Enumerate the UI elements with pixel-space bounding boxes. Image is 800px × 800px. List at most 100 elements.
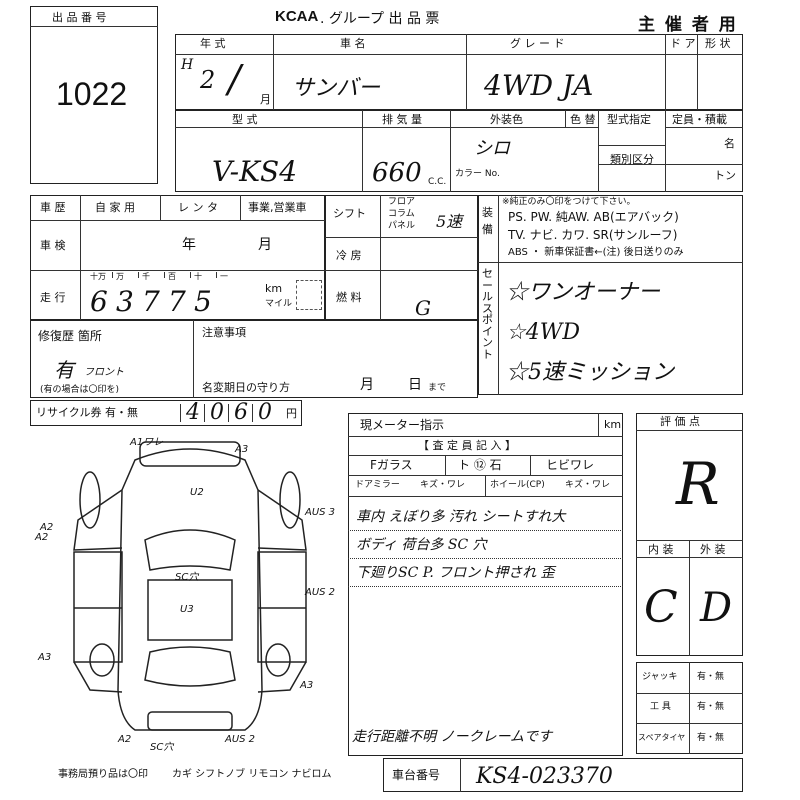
jack-yes-no[interactable]: 有・無 — [697, 672, 725, 682]
damage-mark: AUS 3 — [304, 507, 335, 518]
repair-label: 修復歴 箇所 — [38, 329, 102, 343]
tools-yes-no[interactable]: 有・無 — [697, 702, 725, 712]
recycle-yen: 円 — [286, 407, 297, 420]
mirror-label: ドアミラー — [355, 480, 400, 490]
business-use: 事業,営業車 — [248, 201, 307, 214]
tools-label: 工 具 — [650, 702, 671, 712]
model-label: 型 式 — [232, 113, 258, 126]
sales-point: ☆ワンオーナー — [506, 280, 661, 305]
lot-number-label: 出 品 番 号 — [52, 11, 107, 24]
damage-mark: AUS 2 — [304, 587, 335, 598]
private-use: 自 家 用 — [95, 201, 135, 214]
wheel-value: キズ・ワレ — [565, 480, 611, 490]
recycle-digit-divider — [252, 404, 253, 422]
floor-label: フロア — [388, 197, 416, 207]
mileage-digit: 7 — [142, 285, 160, 318]
fuel-label: 燃 料 — [336, 291, 362, 304]
damage-mark: A2 — [34, 532, 48, 543]
mileage-digit-divider — [138, 272, 139, 278]
recycle-digit-divider — [204, 404, 205, 422]
form-title: . グループ 出 品 票 — [320, 11, 440, 27]
car-name: サンバー — [292, 76, 381, 101]
mileage-digit: 3 — [116, 285, 134, 318]
mileage-digit-header: 万 — [116, 272, 124, 281]
equipment-line-1: PS. PW. 純AW. AB(エアバック) — [508, 210, 679, 224]
inspection-month-unit: 月 — [258, 237, 272, 253]
jack-label: ジャッキ — [642, 672, 678, 682]
exterior-color-label: 外装色 — [490, 113, 523, 126]
color-change-label: 色 替 — [570, 113, 596, 126]
mileage-digit-divider — [190, 272, 191, 278]
remark-line — [348, 530, 623, 531]
notes-label: 注意事項 — [202, 326, 246, 339]
type-designation-label: 型式指定 — [607, 113, 651, 126]
repair-hint: (有の場合は〇印を) — [40, 385, 120, 395]
chassis-label: 車台番号 — [392, 768, 441, 782]
repair-value: 有 — [54, 358, 74, 382]
damage-mark: A1ワレ — [129, 437, 163, 448]
glass-label: Fガラス — [370, 458, 413, 472]
damage-mark: A3 — [37, 652, 51, 663]
chassis-number: KS4-023370 — [476, 764, 613, 789]
mile-unit: マイル — [265, 299, 293, 309]
exterior-score: D — [700, 585, 733, 631]
column-label: コラム — [388, 209, 415, 219]
repair-location: フロント — [84, 367, 124, 378]
inspector-remark: 車内 えぼり多 汚れ シートすれ大 — [356, 509, 566, 525]
recycle-digit-divider — [180, 404, 181, 422]
meter-label: 現メーター指示 — [360, 418, 445, 432]
mileage-digit-header: 十 — [194, 272, 202, 281]
vehicle-row-2 — [175, 110, 743, 192]
grade-value: 4WD JA — [484, 69, 594, 102]
recycle-label: リサイクル券 有・無 — [36, 406, 138, 419]
spare-label: スペアタイヤ — [638, 733, 686, 742]
persons-unit: 名 — [724, 137, 735, 150]
glass-crack: ヒビワレ — [546, 458, 595, 472]
inspector-comment: 走行距離不明 ノークレームです — [352, 729, 553, 745]
mileage-digit-header: 十万 — [90, 272, 106, 281]
inspector-remark: ボディ 荷台多 SC 穴 — [356, 537, 487, 553]
inspection-label: 車 検 — [40, 239, 66, 252]
shift-block — [325, 195, 478, 320]
recycle-digit: 0 — [210, 400, 224, 425]
lot-number-box — [30, 6, 158, 184]
sales-point: ☆5速ミッション — [506, 360, 674, 385]
recycle-block — [30, 400, 302, 426]
history-label: 車 歴 — [40, 201, 66, 214]
history-block — [30, 195, 325, 320]
office-items-label: 事務局預り品は〇印 — [58, 769, 148, 780]
inspector-block — [348, 413, 623, 756]
brand-logo: KCAA — [275, 8, 319, 25]
mileage-digit: 6 — [90, 285, 108, 318]
name-change-label: 名変期日の守り方 — [202, 381, 290, 394]
body-type-label: 形 状 — [705, 37, 731, 50]
repair-block — [30, 320, 478, 398]
score-label: 評 価 点 — [660, 415, 700, 428]
grade-label: グ レ ー ド — [510, 37, 565, 50]
year-value: 2 — [200, 66, 216, 94]
mile-checkbox[interactable] — [296, 280, 322, 310]
chassis-block — [383, 758, 743, 792]
year-era: H — [181, 57, 194, 73]
equipment-side-label: 装 備 — [482, 206, 493, 236]
class-label: 類別区分 — [610, 153, 654, 166]
office-items: カギ シフトノブ リモコン ナビロム — [172, 769, 332, 780]
inspection-year-unit: 年 — [182, 237, 196, 253]
year-label: 年 式 — [200, 37, 226, 50]
damage-mark: A3 — [234, 444, 248, 455]
recycle-digit: 0 — [258, 400, 272, 425]
organizer-label: 主 催 者 用 — [638, 15, 738, 35]
ac-label: 冷 房 — [336, 249, 362, 262]
sales-point: ☆4WD — [506, 320, 580, 345]
name-change-month: 月 — [360, 377, 374, 393]
mileage-digit: 5 — [194, 285, 212, 318]
rental: レ ン タ — [178, 201, 218, 214]
inspector-remark: 下廻りSC P. フロント押され 歪 — [356, 565, 555, 581]
recycle-digit: 6 — [234, 400, 248, 425]
mileage-digit: 7 — [168, 285, 186, 318]
interior-label: 内 装 — [648, 543, 674, 556]
mileage-digit-header: 百 — [168, 272, 176, 281]
damage-mark: SC穴 — [175, 571, 199, 583]
spare-yes-no[interactable]: 有・無 — [697, 733, 725, 743]
